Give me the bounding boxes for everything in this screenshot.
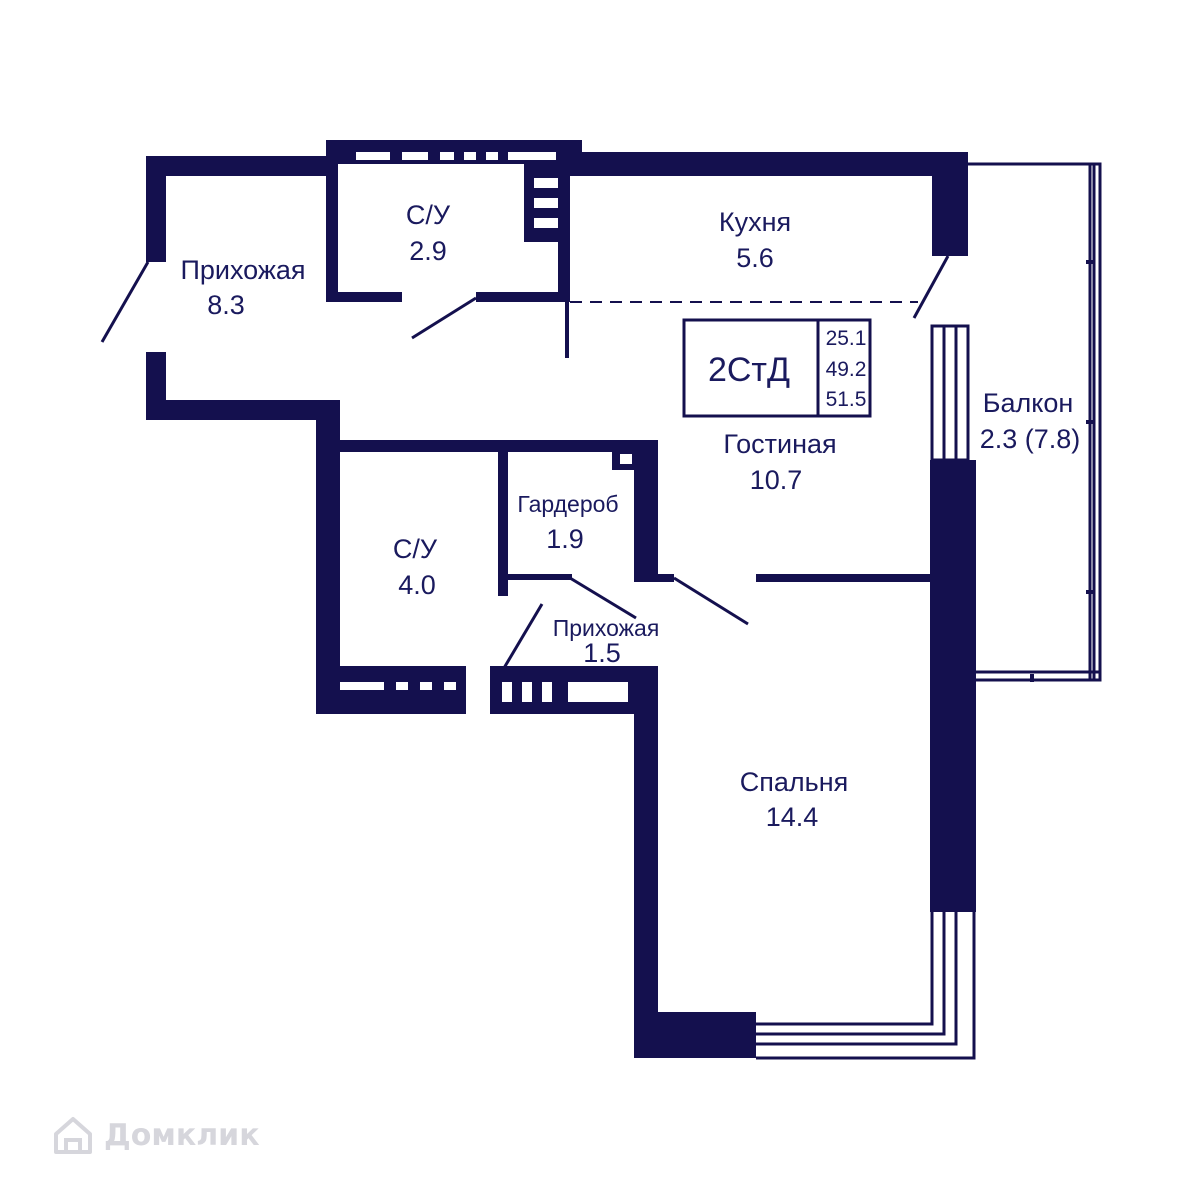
room-name-balcony: Балкон: [983, 388, 1074, 418]
room-area-balcony: 2.3 (7.8): [980, 424, 1081, 454]
apartment-code-box: [682, 318, 872, 418]
room-area-living: 10.7: [750, 465, 803, 495]
room-name-bathroom-1: С/У: [406, 200, 451, 230]
area-total-balcony: 51.5: [826, 388, 867, 411]
room-name-kitchen: Кухня: [719, 207, 791, 237]
wall: [316, 666, 466, 714]
house-icon: [54, 1117, 92, 1154]
wall: [326, 140, 338, 300]
balcony-outline: [968, 162, 1102, 682]
wall: [146, 156, 332, 176]
area-living: 25.1: [826, 327, 867, 350]
room-name-bedroom: Спальня: [740, 767, 849, 797]
wall: [146, 400, 340, 420]
wall: [498, 574, 572, 580]
door: [569, 576, 637, 620]
wall: [930, 460, 976, 912]
watermark-text: Домклик: [104, 1117, 260, 1153]
room-area-bathroom-1: 2.9: [409, 236, 447, 266]
wall: [756, 574, 934, 582]
entrance-door: [100, 261, 150, 343]
apartment-code: 2СтД: [708, 351, 790, 389]
room-area-wardrobe: 1.9: [546, 524, 584, 554]
wall: [634, 666, 658, 1058]
wall: [932, 152, 968, 256]
room-area-hallway-main: 8.3: [207, 290, 245, 320]
wall: [565, 300, 569, 358]
wall: [326, 292, 402, 302]
wall: [146, 156, 166, 262]
room-name-bathroom-2: С/У: [393, 534, 438, 564]
window: [756, 912, 934, 1026]
door: [502, 603, 544, 669]
door: [411, 296, 477, 340]
watermark: Домклик: [52, 1114, 260, 1156]
wall: [634, 1012, 756, 1058]
window: [930, 324, 970, 462]
wall: [498, 440, 508, 596]
wall: [476, 292, 570, 302]
wall: [316, 400, 340, 714]
wall: [570, 152, 968, 176]
room-area-hallway-small: 1.5: [583, 638, 621, 668]
wall: [634, 574, 674, 582]
room-name-hallway-main: Прихожая: [180, 255, 305, 285]
room-area-bathroom-2: 4.0: [398, 570, 436, 600]
door: [673, 576, 749, 626]
room-name-hallway-small: Прихожая: [553, 615, 660, 641]
room-name-wardrobe: Гардероб: [517, 491, 618, 517]
door: [912, 255, 950, 319]
wall: [316, 440, 658, 452]
room-name-living: Гостиная: [723, 429, 836, 459]
area-total: 49.2: [826, 358, 867, 381]
room-area-bedroom: 14.4: [766, 802, 819, 832]
room-area-kitchen: 5.6: [736, 243, 774, 273]
